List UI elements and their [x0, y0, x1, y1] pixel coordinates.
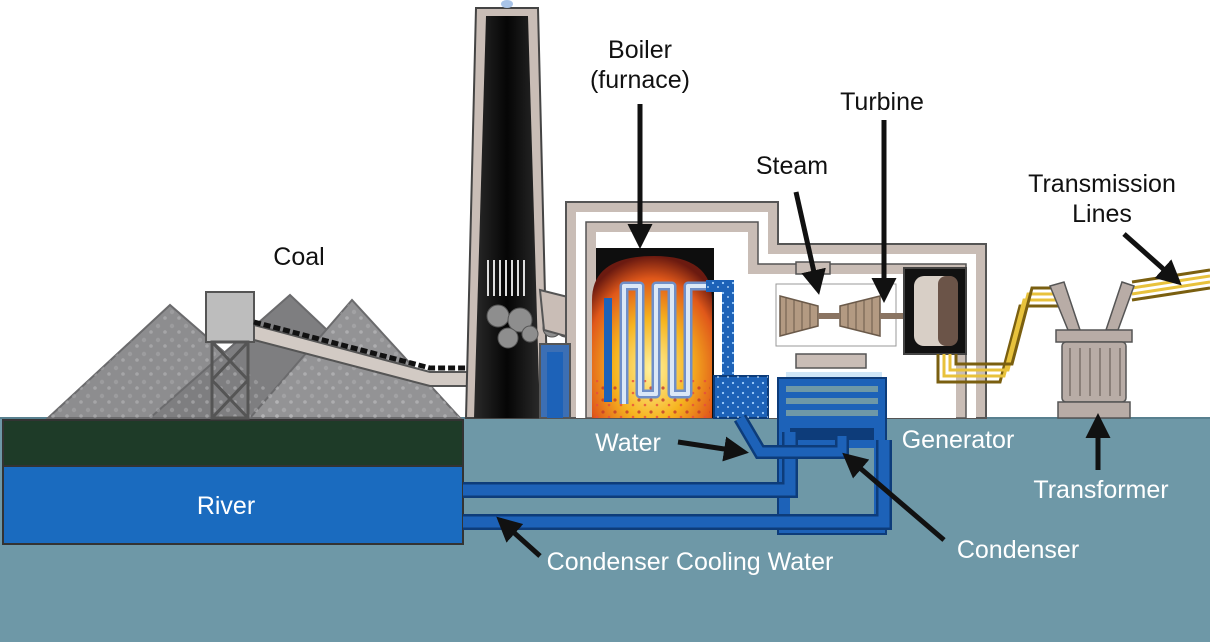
label-transmission-1: Transmission [1028, 170, 1176, 198]
label-transformer: Transformer [1033, 476, 1168, 504]
label-water: Water [595, 429, 661, 457]
generator [903, 267, 967, 355]
label-turbine: Turbine [840, 88, 924, 116]
arrow-steam [793, 191, 826, 295]
coal-hopper [539, 343, 571, 419]
arrow-water [677, 436, 749, 462]
transformer [1048, 281, 1135, 419]
arrow-condenser [842, 452, 946, 542]
label-transmission-2: Lines [1072, 200, 1132, 228]
label-boiler-1: Boiler [608, 36, 672, 64]
label-river: River [197, 492, 255, 520]
smokestack [464, 0, 573, 419]
label-condenser-cooling-water: Condenser Cooling Water [547, 548, 834, 576]
transmission-lines [936, 268, 1210, 384]
feedwater-tank [713, 375, 769, 419]
river [2, 465, 464, 545]
label-generator: Generator [902, 426, 1015, 454]
arrow-transmission [1122, 232, 1182, 286]
coal-tower [205, 291, 255, 420]
arrow-cooling-water [496, 516, 542, 558]
pointer-arrows [496, 104, 1182, 558]
label-coal: Coal [273, 243, 324, 271]
label-steam: Steam [756, 152, 828, 180]
boiler-furnace [592, 248, 734, 418]
label-condenser: Condenser [957, 536, 1079, 564]
label-boiler-2: (furnace) [590, 66, 690, 94]
cooling-water-pipes [463, 414, 892, 530]
river-bank [2, 419, 464, 467]
